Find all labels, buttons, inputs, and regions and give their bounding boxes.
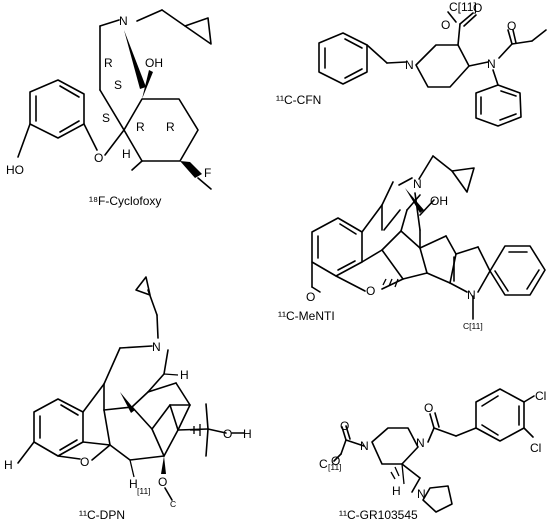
atom-label: O — [331, 454, 340, 468]
atom-label: F — [204, 166, 211, 180]
atom-label: O — [94, 151, 103, 165]
atom-label: N — [119, 14, 128, 28]
atom-label: H — [122, 147, 131, 161]
atom-label: Cl — [535, 389, 546, 403]
atom-label: O — [306, 290, 315, 304]
atom-label: H — [180, 368, 189, 382]
atom-label: C — [319, 457, 328, 471]
atom-label: S — [114, 78, 122, 92]
atom-label: S — [102, 111, 110, 125]
atom-label: [11] — [137, 486, 151, 496]
atom-label: [11] — [328, 462, 342, 472]
atom-label: H — [392, 484, 401, 498]
molecule-caption: ¹⁸F-Cyclofoxy — [89, 194, 161, 208]
molecule-caption: ¹¹C-DPN — [79, 508, 125, 522]
atom-label: O — [223, 427, 232, 441]
atom-label: HO — [6, 163, 24, 177]
atom-label: N — [413, 177, 422, 191]
atom-label: R — [166, 120, 175, 134]
atom-label: O — [158, 475, 167, 489]
atom-label: OH — [430, 194, 448, 208]
atom-label: N — [467, 288, 476, 302]
atom-label: R — [136, 120, 145, 134]
atom-label: N — [487, 57, 496, 71]
atom-label: C — [170, 499, 176, 509]
atom-label: N — [405, 58, 414, 72]
atom-label: O — [340, 419, 349, 433]
atom-label: H — [4, 458, 13, 472]
molecule-dpn — [17, 276, 245, 501]
atom-label: R — [104, 56, 113, 70]
atom-label: O — [441, 18, 450, 32]
atom-label: N — [417, 487, 426, 501]
atom-label: OH — [145, 56, 163, 70]
molecule-gr103545 — [333, 388, 535, 513]
atom-label: O — [366, 284, 375, 298]
atom-label: N — [360, 439, 369, 453]
molecule-cyclofoxy — [17, 9, 212, 190]
atom-label: O — [424, 401, 433, 415]
atom-label: H — [129, 477, 138, 491]
atom-label: O — [80, 455, 89, 469]
atom-label: O — [507, 19, 516, 33]
atom-label: N — [416, 436, 425, 450]
molecule-menti — [311, 155, 546, 320]
atom-label: N — [152, 340, 161, 354]
molecule-caption: ¹¹C-MeNTI — [278, 309, 335, 323]
atom-label: O — [473, 1, 482, 15]
atom-label: C[11] — [463, 321, 483, 331]
molecule-caption: ¹¹C-CFN — [276, 93, 321, 107]
molecule-cfn — [318, 11, 547, 127]
atom-label: Cl — [530, 441, 541, 455]
molecule-caption: ¹¹C-GR103545 — [339, 508, 418, 522]
atom-label: C[11] — [449, 0, 477, 14]
atom-label: H — [243, 427, 252, 441]
